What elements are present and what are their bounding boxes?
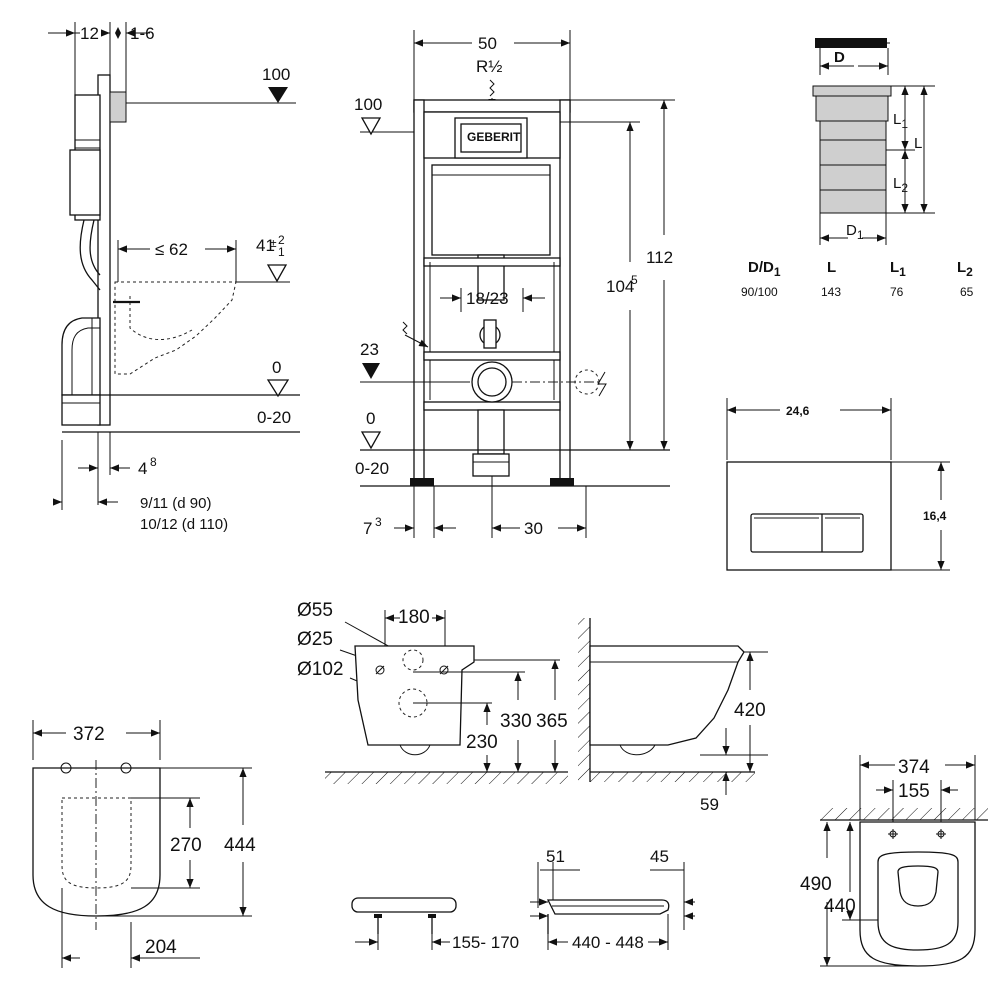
seat-dim-width: 372 <box>73 724 105 745</box>
dim-max-projection: ≤ 62 <box>155 240 188 259</box>
seat-side-front: 45 <box>650 847 669 866</box>
dim-height-minus: 1 <box>278 245 285 259</box>
table-header-l: L <box>827 259 836 276</box>
profile-dim-height: 420 <box>734 700 766 721</box>
bowl-top-dim-bolt-spacing: 155 <box>898 781 930 802</box>
profile-dim-bottom: 59 <box>700 795 719 814</box>
bowl-top-dim-width: 374 <box>898 757 930 778</box>
flush-plate-drawing: 24,6 16,4 <box>726 398 950 571</box>
level-floor: 0 <box>366 409 375 428</box>
level-floor-range: 0-20 <box>257 408 291 427</box>
bowl-profile-view: 420 59 <box>578 618 768 814</box>
dim-drain-offset: 30 <box>524 519 543 538</box>
seat-top-view: 372 270 444 204 <box>32 720 256 968</box>
connector-label-d1: D1 <box>846 222 864 242</box>
seat-dim-opening: 270 <box>170 835 202 856</box>
connector-label-d: D <box>834 49 845 66</box>
bowl-dim-drain-dia: Ø55 <box>297 600 333 621</box>
bowl-dim-h330: 330 <box>500 711 532 732</box>
level-floor-range: 0-20 <box>355 459 389 478</box>
bowl-top-dim-length: 490 <box>800 874 832 895</box>
bowl-dim-h230: 230 <box>466 732 498 753</box>
seat-side-view-2: 51 45 440 - 448 <box>530 847 695 952</box>
table-header-dd1: D/D1 <box>748 259 781 279</box>
level-top: 100 <box>354 95 382 114</box>
bowl-dim-h365: 365 <box>536 711 568 732</box>
seat-side-view: 155- 170 <box>351 897 519 952</box>
svg-text:GEBERIT: GEBERIT <box>467 130 521 144</box>
dim-adjust: 1-6 <box>130 24 155 43</box>
table-header-l2: L2 <box>957 259 973 279</box>
plate-dim-height: 16,4 <box>923 509 947 523</box>
dim-offset-sup: 3 <box>375 515 382 529</box>
connector-label-l2: L2 <box>893 175 908 195</box>
frame-front-view: 50 R½ GEBERIT <box>354 30 675 538</box>
dim-height-base: 41 <box>256 236 275 255</box>
seat-side-hinge-range: 155- 170 <box>452 933 519 952</box>
seat-side-hinge-top: 51 <box>546 847 565 866</box>
dim-inner-height-base: 104 <box>606 277 634 296</box>
level-marker-filled <box>268 87 288 103</box>
dim-bolt-spacing: 18/23 <box>466 289 509 308</box>
dim-offset-base: 7 <box>363 519 372 538</box>
connector-label-l1: L1 <box>893 111 908 131</box>
bowl-wall-view: 180 Ø55 Ø25 Ø102 230 330 365 <box>297 600 568 784</box>
dim-inner-height-sup: 5 <box>631 273 638 287</box>
dim-wall-d90: 9/11 (d 90) <box>140 495 211 512</box>
dim-pipe-base: 4 <box>138 459 147 478</box>
level-floor: 0 <box>272 358 281 377</box>
connector-pipe-drawing: D L1 L L2 D1 D/D1 L L1 L2 90/100 <box>741 38 974 299</box>
inlet-label: R½ <box>476 57 502 76</box>
seat-dim-length: 444 <box>224 835 256 856</box>
dim-width: 50 <box>478 34 497 53</box>
connector-table: D/D1 L L1 L2 90/100 143 76 65 <box>741 259 974 299</box>
bowl-top-view: 374 155 490 440 <box>800 755 988 967</box>
dim-depth: 12 <box>80 24 99 43</box>
bowl-dim-outlet-dia: Ø102 <box>297 659 343 680</box>
seat-side-length-range: 440 - 448 <box>572 933 644 952</box>
seat-dim-bottom: 204 <box>145 937 177 958</box>
dim-height-plus: 2 <box>278 233 285 247</box>
table-header-l1: L1 <box>890 259 906 279</box>
bowl-dim-top-width: 180 <box>398 607 430 628</box>
bowl-dim-bolt-dia: Ø25 <box>297 629 333 650</box>
plate-dim-width: 24,6 <box>786 404 810 418</box>
level-drain: 23 <box>360 340 379 359</box>
frame-side-view: 12 1-6 100 ≤ 62 41 2 1 ± <box>48 22 300 533</box>
table-cell-dd1: 90/100 <box>741 285 778 299</box>
level-top: 100 <box>262 65 290 84</box>
dim-pipe-sup: 8 <box>150 455 157 469</box>
table-cell-l2: 65 <box>960 285 974 299</box>
bowl-top-dim-inner-length: 440 <box>824 896 856 917</box>
svg-text:±: ± <box>270 236 277 250</box>
table-cell-l1: 76 <box>890 285 904 299</box>
dim-wall-d110: 10/12 (d 110) <box>140 516 228 533</box>
connector-label-l: L <box>914 135 922 152</box>
dim-total-height: 112 <box>646 248 673 267</box>
table-cell-l: 143 <box>821 285 841 299</box>
